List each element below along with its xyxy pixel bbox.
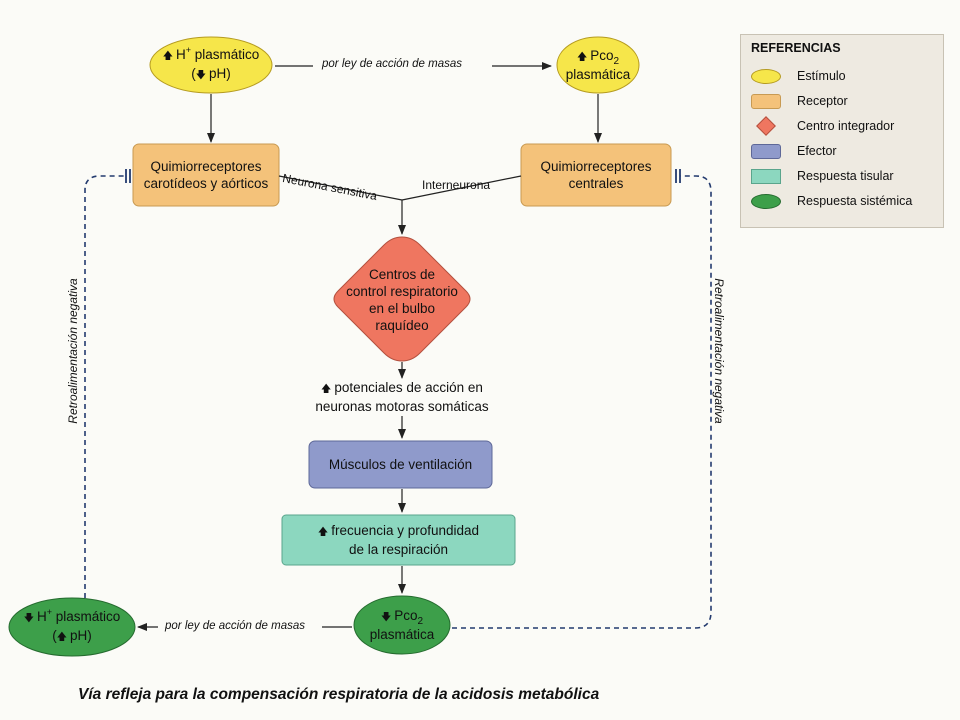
feedback-left-path	[84, 175, 126, 598]
figure-caption: Vía refleja para la compensación respira…	[78, 686, 600, 703]
systemic-h-plasma-shape	[8, 597, 136, 657]
central-line1: Quimiorreceptores	[540, 159, 652, 174]
ph-label: pH	[209, 66, 227, 81]
up-arrow-icon: 🡅	[162, 51, 173, 62]
plasmatica-label: plasmática	[565, 67, 631, 82]
bulbo-line4: raquídeo	[375, 318, 429, 333]
line-sensory	[278, 175, 403, 201]
legend-label: Respuesta tisular	[797, 169, 894, 183]
effector-musculos-text: Músculos de ventilación	[309, 441, 492, 488]
legend-label: Centro integrador	[797, 119, 895, 133]
plasmatica-label: plasmática	[369, 627, 435, 642]
ph-label: pH	[70, 628, 88, 643]
rect-swatch-icon	[751, 143, 781, 159]
frecuencia-line2: de la respiración	[348, 542, 449, 557]
feedback-right-path	[452, 175, 712, 629]
receptor-central-text: Quimiorreceptores centrales	[521, 144, 671, 206]
bulbo-line3: en el bulbo	[368, 301, 436, 316]
down-arrow-icon: 🡇	[380, 612, 392, 623]
potenciales-line1: potenciales de acción en	[334, 380, 483, 395]
up-arrow-icon: 🡅	[56, 632, 67, 643]
effector-musculos-shape	[308, 440, 493, 489]
rect-swatch-icon	[751, 168, 781, 184]
legend-label: Efector	[797, 144, 837, 158]
frecuencia-line1: frecuencia y profundidad	[331, 523, 480, 538]
legend-item-effector: Efector	[751, 141, 837, 161]
integrator-bulbo-shape	[333, 236, 471, 362]
legend-item-receptor: Receptor	[751, 91, 848, 111]
diamond-swatch-icon	[751, 116, 781, 136]
legend-item-stimulus: Estímulo	[751, 66, 846, 86]
interneuron-label: Interneurona	[422, 178, 491, 192]
stimulus-pco2-text: 🡅Pco2 plasmática	[557, 40, 639, 90]
legend-item-tissue: Respuesta tisular	[751, 166, 894, 186]
pco2-subscript: 2	[613, 56, 620, 67]
up-arrow-icon: 🡅	[576, 52, 588, 63]
potenciales-text: 🡅potenciales de acción en neuronas motor…	[292, 379, 512, 415]
bulbo-line2: control respiratorio	[346, 284, 458, 299]
mass-action-top-label: por ley de acción de masas	[322, 58, 462, 70]
systemic-pco2-text: 🡇Pco2 plasmática	[354, 598, 450, 652]
h-superscript: +	[46, 607, 52, 617]
ellipse-swatch-icon	[751, 68, 781, 84]
legend-title: REFERENCIAS	[751, 41, 841, 55]
receptor-central-shape	[520, 143, 672, 207]
integrator-bulbo-text: Centros de control respiratorio en el bu…	[342, 262, 462, 338]
tissue-response-shape	[281, 514, 516, 566]
receptor-carotid-shape	[132, 143, 280, 207]
bulbo-line1: Centros de	[368, 267, 436, 282]
down-arrow-icon: 🡇	[195, 70, 206, 81]
mass-action-bottom-label: por ley de acción de masas	[165, 620, 305, 632]
feedback-left-label: Retroalimentación negativa	[66, 278, 80, 424]
receptor-carotid-text: Quimiorreceptores carotídeos y aórticos	[133, 144, 279, 206]
legend: REFERENCIAS Estímulo Receptor Centro int…	[740, 34, 944, 228]
stimulus-pco2-shape	[556, 36, 640, 94]
carotid-line2: carotídeos y aórticos	[143, 176, 269, 191]
h-label: H	[36, 609, 47, 624]
pco-label: Pco	[590, 48, 614, 63]
musculos-line1: Músculos de ventilación	[328, 457, 473, 472]
stimulus-h-plasma-shape	[149, 36, 273, 94]
rounded-rect-swatch-icon	[751, 93, 781, 109]
pco2-subscript: 2	[417, 616, 424, 627]
plasmatico-label: plasmático	[191, 47, 260, 62]
pco-label: Pco	[394, 608, 418, 623]
tissue-response-text: 🡅frecuencia y profundidad de la respirac…	[282, 515, 515, 565]
systemic-h-plasma-text: 🡇H+ plasmático (🡅pH)	[23, 607, 121, 643]
potenciales-line2: neuronas motoras somáticas	[315, 399, 489, 414]
down-arrow-icon: 🡇	[23, 613, 34, 624]
up-arrow-icon: 🡅	[317, 527, 329, 538]
stimulus-h-plasma-text: 🡅H+ plasmático (🡇pH)	[162, 45, 260, 81]
legend-label: Receptor	[797, 94, 848, 108]
legend-label: Respuesta sistémica	[797, 194, 913, 208]
systemic-pco2-shape	[353, 595, 451, 655]
carotid-line1: Quimiorreceptores	[150, 159, 262, 174]
legend-label: Estímulo	[797, 69, 846, 83]
line-interneuron	[401, 175, 522, 201]
plasmatico-label: plasmático	[52, 609, 121, 624]
central-line2: centrales	[568, 176, 624, 191]
h-superscript: +	[185, 45, 191, 55]
legend-item-integrator: Centro integrador	[751, 116, 894, 136]
ellipse-swatch-icon	[751, 193, 781, 209]
feedback-right-label: Retroalimentación negativa	[712, 278, 726, 424]
legend-item-systemic: Respuesta sistémica	[751, 191, 912, 211]
h-label: H	[175, 47, 186, 62]
up-arrow-icon: 🡅	[321, 384, 332, 395]
